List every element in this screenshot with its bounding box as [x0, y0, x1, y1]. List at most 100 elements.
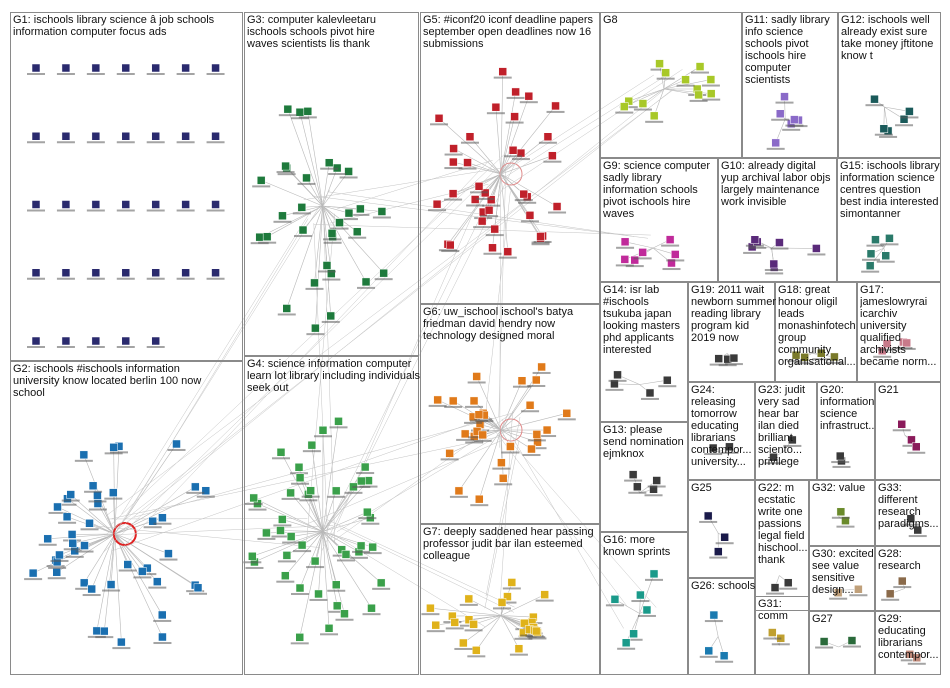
node-g3[interactable]: [356, 204, 365, 214]
node-g26[interactable]: [704, 646, 714, 656]
node-g10[interactable]: [769, 259, 779, 269]
node-g1[interactable]: [91, 132, 101, 141]
node-g7[interactable]: [497, 598, 507, 607]
node-g32[interactable]: [836, 507, 846, 517]
node-g14[interactable]: [645, 388, 655, 398]
node-g5[interactable]: [463, 158, 472, 167]
node-g4[interactable]: [363, 507, 372, 517]
node-g1[interactable]: [91, 268, 101, 277]
node-g2[interactable]: [55, 550, 64, 560]
node-g4[interactable]: [324, 624, 334, 633]
node-g5[interactable]: [432, 199, 442, 209]
node-g22[interactable]: [783, 578, 793, 587]
node-g30[interactable]: [833, 588, 843, 597]
node-g3[interactable]: [303, 107, 313, 116]
node-g2[interactable]: [79, 578, 89, 588]
node-g5[interactable]: [484, 205, 494, 215]
node-g2[interactable]: [158, 513, 167, 522]
node-g6[interactable]: [525, 400, 535, 410]
node-g3[interactable]: [344, 167, 353, 176]
node-g12[interactable]: [870, 94, 879, 104]
node-g24[interactable]: [725, 442, 734, 452]
node-g2[interactable]: [138, 567, 147, 576]
node-g15[interactable]: [881, 251, 890, 260]
node-g17[interactable]: [902, 338, 911, 348]
node-g9[interactable]: [630, 255, 640, 265]
node-g5[interactable]: [511, 87, 520, 97]
node-g7[interactable]: [514, 644, 524, 653]
node-g1[interactable]: [151, 268, 160, 277]
node-g15[interactable]: [871, 235, 880, 244]
node-g6[interactable]: [472, 372, 481, 381]
node-g1[interactable]: [151, 132, 160, 141]
node-g5[interactable]: [498, 67, 507, 76]
node-g3[interactable]: [256, 176, 266, 185]
node-g1[interactable]: [61, 132, 71, 141]
node-g1[interactable]: [151, 200, 160, 209]
node-g4[interactable]: [376, 578, 386, 588]
node-g6[interactable]: [474, 410, 484, 420]
node-g5[interactable]: [446, 240, 455, 250]
node-g7[interactable]: [431, 620, 440, 630]
node-g9[interactable]: [638, 248, 647, 257]
node-g2[interactable]: [158, 632, 167, 642]
node-g4[interactable]: [331, 580, 341, 590]
node-g3[interactable]: [310, 278, 319, 288]
node-g7[interactable]: [459, 638, 468, 648]
node-g13[interactable]: [633, 482, 642, 492]
node-g6[interactable]: [517, 376, 527, 385]
node-g6[interactable]: [527, 444, 536, 454]
node-g1[interactable]: [181, 268, 190, 277]
node-g2[interactable]: [88, 481, 98, 491]
node-g18[interactable]: [830, 352, 839, 362]
node-g8[interactable]: [706, 89, 716, 98]
node-g20[interactable]: [835, 451, 845, 461]
node-g1[interactable]: [61, 200, 71, 209]
node-g31[interactable]: [768, 628, 777, 637]
node-g2[interactable]: [148, 516, 157, 526]
node-g4[interactable]: [278, 515, 287, 524]
node-g2[interactable]: [109, 488, 118, 497]
node-g2[interactable]: [157, 610, 167, 620]
node-g1[interactable]: [91, 200, 101, 209]
node-g9[interactable]: [620, 237, 630, 247]
node-g5[interactable]: [477, 216, 487, 226]
node-g33[interactable]: [913, 525, 922, 535]
node-g1[interactable]: [211, 268, 220, 277]
node-g6[interactable]: [478, 430, 487, 440]
node-g1[interactable]: [211, 200, 220, 209]
node-g6[interactable]: [454, 486, 464, 496]
node-g8[interactable]: [694, 90, 703, 100]
node-g6[interactable]: [542, 425, 552, 435]
node-g12[interactable]: [899, 114, 909, 124]
node-g9[interactable]: [620, 255, 630, 264]
node-g3[interactable]: [297, 203, 307, 212]
node-g7[interactable]: [472, 646, 481, 655]
node-g23[interactable]: [788, 435, 797, 445]
node-g6[interactable]: [532, 430, 542, 439]
node-g4[interactable]: [314, 589, 323, 599]
node-g2[interactable]: [67, 530, 77, 539]
node-g8[interactable]: [620, 102, 629, 111]
node-g4[interactable]: [249, 493, 258, 503]
node-g21[interactable]: [912, 442, 921, 452]
node-g6[interactable]: [562, 409, 572, 418]
node-g6[interactable]: [498, 474, 508, 483]
node-g14[interactable]: [663, 375, 672, 385]
node-g4[interactable]: [310, 556, 320, 566]
node-g19[interactable]: [714, 354, 723, 363]
node-g25[interactable]: [703, 511, 713, 521]
node-g8[interactable]: [706, 75, 716, 84]
node-g3[interactable]: [322, 261, 332, 270]
node-g7[interactable]: [464, 594, 474, 604]
node-g33[interactable]: [906, 514, 916, 523]
node-g18[interactable]: [800, 353, 809, 362]
node-g8[interactable]: [624, 96, 634, 106]
node-g4[interactable]: [331, 486, 341, 496]
node-g4[interactable]: [297, 540, 307, 550]
node-g4[interactable]: [306, 486, 315, 495]
node-g3[interactable]: [352, 227, 362, 236]
node-g4[interactable]: [276, 448, 286, 457]
node-g4[interactable]: [286, 532, 296, 541]
node-g7[interactable]: [464, 615, 474, 624]
